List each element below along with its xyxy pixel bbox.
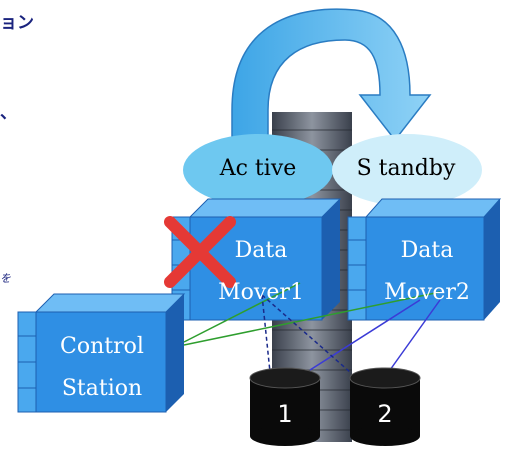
disk-1-label: 1 (277, 400, 293, 428)
data-mover-2-label-line1: Data (400, 238, 454, 263)
fragment-text-lower: を (0, 272, 11, 285)
active-ellipse (183, 134, 333, 206)
data-mover-1-label-line2: Mover1 (218, 280, 304, 305)
blue-link-dm2-disk1 (309, 299, 421, 371)
dashed-link-dm1-disk2 (261, 294, 351, 373)
failure-cross-icon (164, 216, 236, 288)
data-mover-2-label-line2: Mover2 (384, 280, 470, 305)
control-station-label-line1: Control (60, 334, 144, 359)
connection-lines (183, 282, 441, 373)
control-station-label-line2: Station (61, 376, 143, 401)
green-link-cs-dm2 (183, 291, 441, 346)
failover-arrow (231, 8, 432, 161)
fragment-text-mid: 、 (0, 103, 17, 123)
control-station-box (17, 293, 186, 413)
blue-link-dm2-disk2 (389, 299, 441, 371)
disk-2-label: 2 (377, 400, 393, 428)
standby-label: S tandby (356, 156, 456, 181)
active-label: Ac tive (219, 156, 297, 181)
green-link-cs-dm1 (183, 282, 301, 343)
dashed-link-dm1-disk1 (261, 294, 271, 373)
data-mover-1-label-line1: Data (234, 238, 288, 263)
standby-ellipse (332, 134, 482, 206)
fragment-text-top: ョン (0, 13, 34, 33)
disk-1-cylinder (249, 367, 321, 446)
disk-2-cylinder (349, 367, 421, 446)
